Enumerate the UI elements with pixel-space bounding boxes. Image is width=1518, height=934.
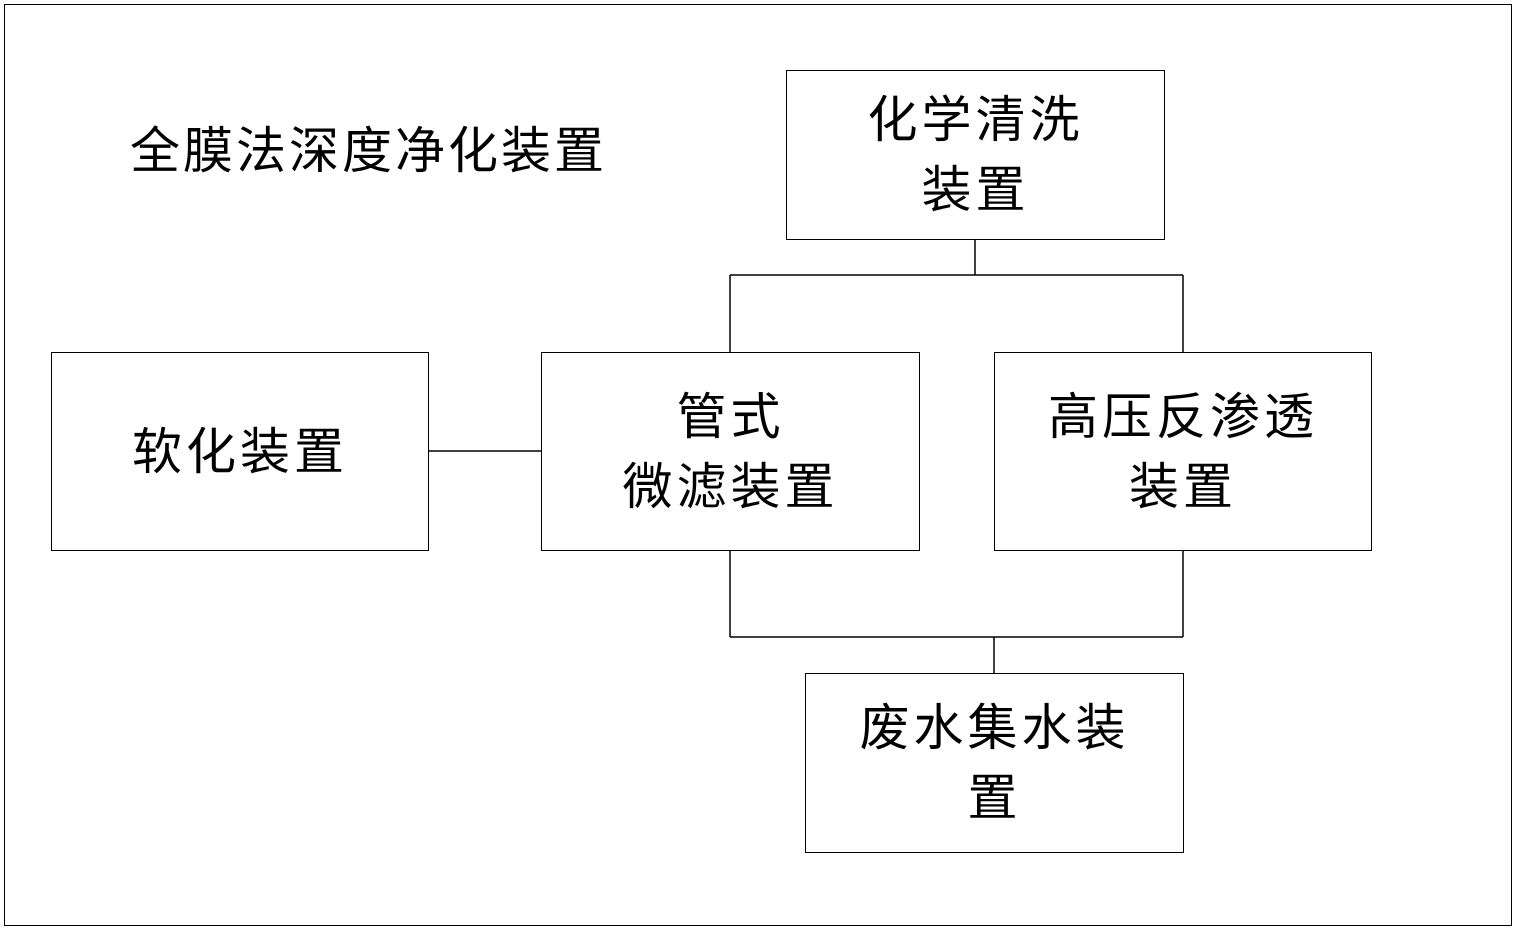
- node-high-pressure-ro-line2: 装置: [1129, 457, 1237, 516]
- node-chemical-cleaning-line2: 装置: [921, 161, 1030, 219]
- node-wastewater-collection: 废水集水装 置: [805, 673, 1184, 853]
- node-high-pressure-ro-line1: 高压反渗透: [1048, 387, 1318, 446]
- node-high-pressure-ro: 高压反渗透 装置: [994, 352, 1372, 551]
- node-chemical-cleaning: 化学清洗 装置: [786, 70, 1165, 240]
- node-softening-line1: 软化装置: [132, 422, 348, 481]
- node-wastewater-collection-line1: 废水集水装: [859, 699, 1130, 757]
- node-tubular-microfiltration-line1: 管式: [676, 387, 785, 446]
- node-chemical-cleaning-line1: 化学清洗: [867, 91, 1084, 149]
- diagram-frame: [4, 4, 1512, 926]
- node-tubular-microfiltration: 管式 微滤装置: [541, 352, 920, 551]
- node-tubular-microfiltration-line2: 微滤装置: [622, 457, 839, 516]
- diagram-title: 全膜法深度净化装置: [130, 122, 607, 180]
- node-softening: 软化装置: [51, 352, 429, 551]
- node-wastewater-collection-line2: 置: [967, 769, 1022, 827]
